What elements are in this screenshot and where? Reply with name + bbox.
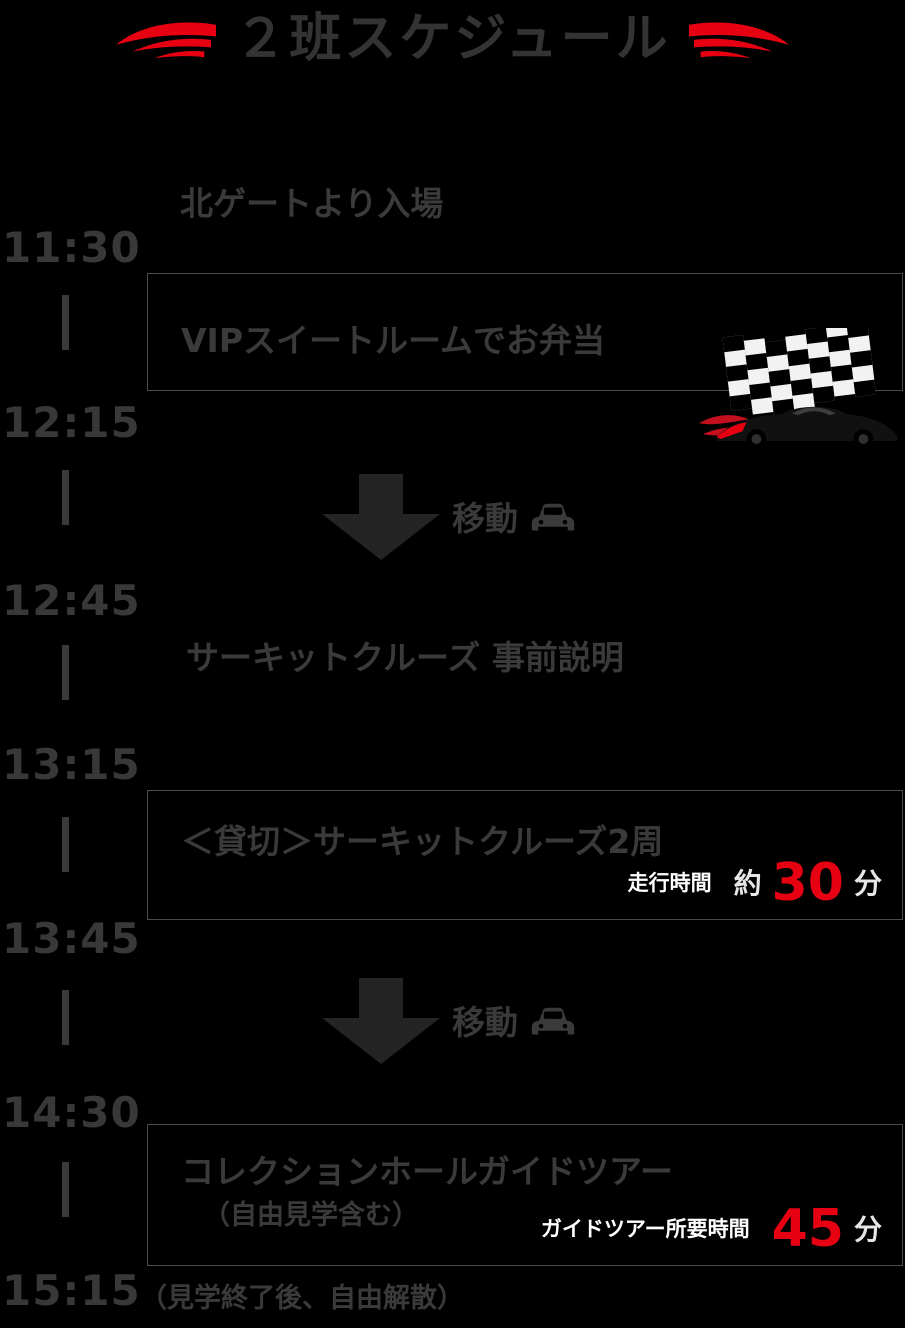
- page-header: ２班スケジュール: [0, 8, 905, 70]
- duration-prefix: 約: [733, 866, 762, 900]
- duration-unit: 分: [853, 866, 882, 900]
- cruise-duration-row: 走行時間 約 30 分: [615, 853, 882, 914]
- event-cruise-box: ＜貸切＞サーキットクルーズ2周 走行時間 約 30 分: [147, 790, 903, 920]
- event-tour-sublabel: （自由見学含む）: [203, 1200, 419, 1231]
- tour-duration-row: ガイドツアー所要時間 45 分: [528, 1199, 882, 1260]
- duration-value: 30: [771, 853, 844, 914]
- timeline-tick: [62, 470, 69, 525]
- event-tour-box: コレクションホールガイドツアー （自由見学含む） ガイドツアー所要時間 45 分: [147, 1124, 903, 1266]
- event-briefing-label: サーキットクルーズ 事前説明: [186, 638, 624, 677]
- timeline-time-1245: 12:45: [2, 576, 141, 625]
- event-lunch-label: VIPスイートルームでお弁当: [181, 321, 606, 360]
- timeline-time-1215: 12:15: [2, 398, 141, 447]
- timeline-time-1345: 13:45: [2, 914, 141, 963]
- event-entry-label: 北ゲートより入場: [180, 184, 444, 223]
- timeline-tick: [62, 817, 69, 872]
- wing-icon-right: [688, 22, 789, 59]
- transfer-label: 移動: [452, 1002, 518, 1042]
- timeline-tick: [62, 645, 69, 700]
- duration-value: 45: [771, 1199, 844, 1260]
- arrow-down-icon: [322, 474, 440, 560]
- timeline-time-1315: 13:15: [2, 740, 141, 789]
- duration-badge: ガイドツアー所要時間: [528, 1213, 762, 1247]
- transfer-row-2: 移動: [452, 1001, 576, 1043]
- transfer-label: 移動: [452, 498, 518, 538]
- duration-badge: 走行時間: [615, 867, 724, 901]
- arrow-down-icon: [322, 978, 440, 1064]
- timeline-tick: [62, 295, 69, 350]
- car-icon: [531, 1007, 575, 1034]
- event-cruise-label: ＜貸切＞サーキットクルーズ2周: [181, 822, 664, 861]
- checkered-flag-car-illustration: [698, 328, 898, 449]
- closing-note: （見学終了後、自由解散）: [140, 1283, 464, 1314]
- timeline-tick: [62, 990, 69, 1045]
- timeline-tick: [62, 1162, 69, 1217]
- timeline-time-1515: 15:15: [2, 1266, 141, 1315]
- car-icon: [531, 503, 575, 530]
- event-tour-label: コレクションホールガイドツアー: [181, 1152, 674, 1191]
- timeline-time-1130: 11:30: [2, 223, 141, 272]
- duration-unit: 分: [853, 1212, 882, 1246]
- checkered-flag-icon: [722, 328, 877, 416]
- wing-icon-left: [116, 22, 217, 59]
- transfer-row-1: 移動: [452, 497, 576, 539]
- page-title: ２班スケジュール: [234, 9, 671, 69]
- event-lunch-box: VIPスイートルームでお弁当: [147, 273, 903, 391]
- timeline-time-1430: 14:30: [2, 1088, 141, 1137]
- race-car-icon: [698, 406, 898, 449]
